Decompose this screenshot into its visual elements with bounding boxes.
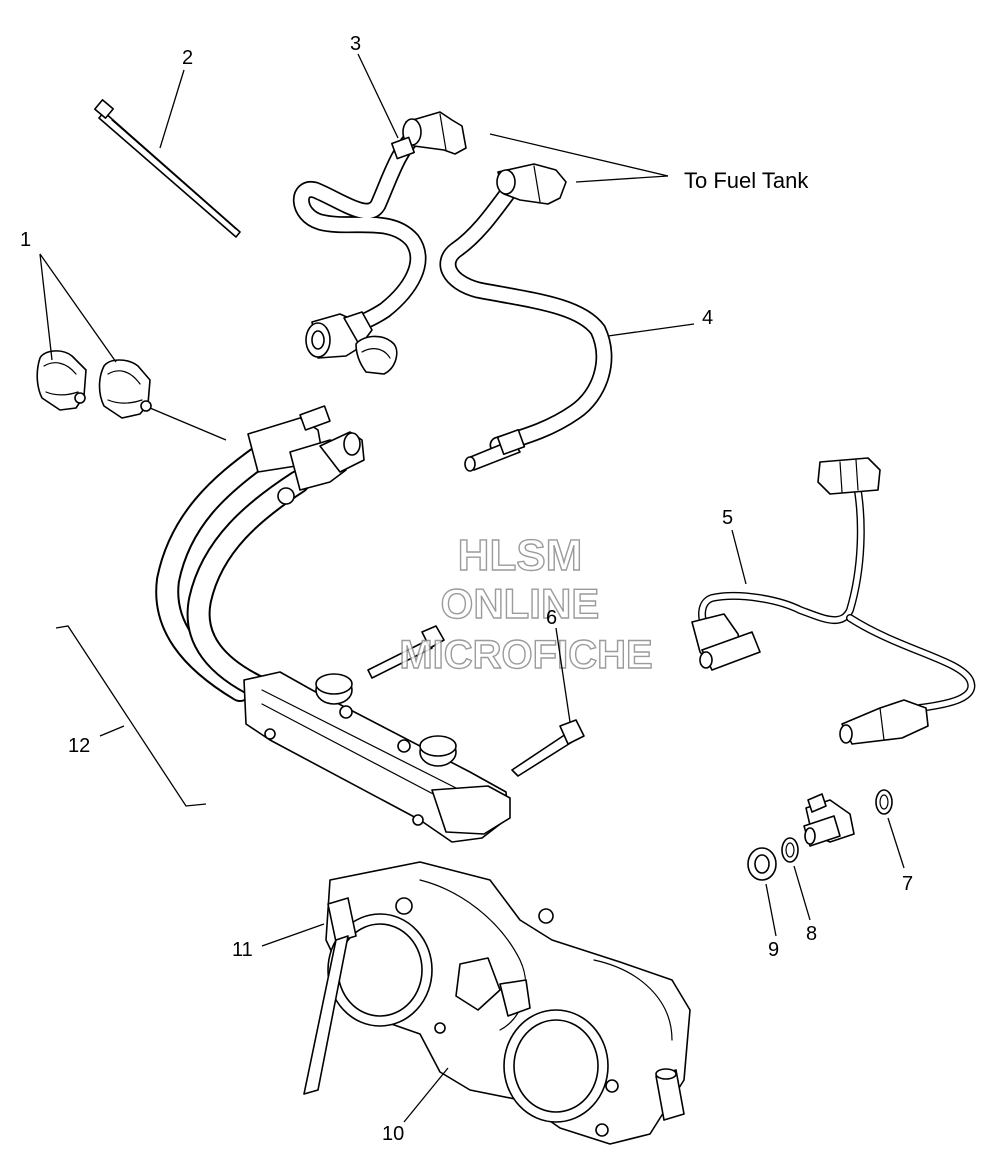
fuel-injector bbox=[803, 793, 855, 847]
hose-clamp-right bbox=[98, 359, 152, 419]
watermark-line-1: HLSM bbox=[458, 531, 583, 580]
callout-5: 5 bbox=[722, 507, 733, 529]
fuel-rail-assembly bbox=[155, 405, 511, 843]
leader-lines bbox=[39, 53, 905, 1123]
callout-12: 12 bbox=[68, 735, 90, 757]
watermark-line-3: MICROFICHE bbox=[399, 633, 652, 677]
o-ring-7 bbox=[875, 789, 893, 815]
callout-11: 11 bbox=[232, 939, 253, 961]
callout-1: 1 bbox=[20, 229, 31, 251]
hose-clamp-left bbox=[36, 350, 87, 411]
to-fuel-tank-label: To Fuel Tank bbox=[684, 168, 809, 193]
watermark: HLSM ONLINE MICROFICHE bbox=[399, 530, 654, 677]
cable-tie bbox=[93, 99, 241, 238]
watermark-line-2: ONLINE bbox=[441, 580, 600, 627]
callout-6: 6 bbox=[546, 607, 557, 629]
callout-2: 2 bbox=[182, 47, 193, 69]
injector-seal bbox=[747, 847, 777, 881]
callout-8: 8 bbox=[806, 923, 817, 945]
callouts: 2 3 1 4 5 6 12 7 8 9 11 10 To Fuel Tank bbox=[20, 33, 913, 1145]
mounting-bolts bbox=[367, 625, 585, 777]
callout-9: 9 bbox=[768, 939, 779, 961]
callout-10: 10 bbox=[382, 1123, 404, 1145]
injector-harness bbox=[691, 457, 976, 745]
hose-clip bbox=[355, 335, 398, 375]
throttle-body bbox=[325, 861, 691, 1145]
throttle-position-sensor bbox=[303, 897, 357, 1095]
callout-3: 3 bbox=[350, 33, 361, 55]
callout-7: 7 bbox=[902, 873, 913, 895]
fuel-hose-lower bbox=[439, 163, 613, 472]
o-ring-8 bbox=[781, 837, 799, 863]
callout-4: 4 bbox=[702, 307, 713, 329]
fuel-hose-upper bbox=[292, 111, 467, 359]
